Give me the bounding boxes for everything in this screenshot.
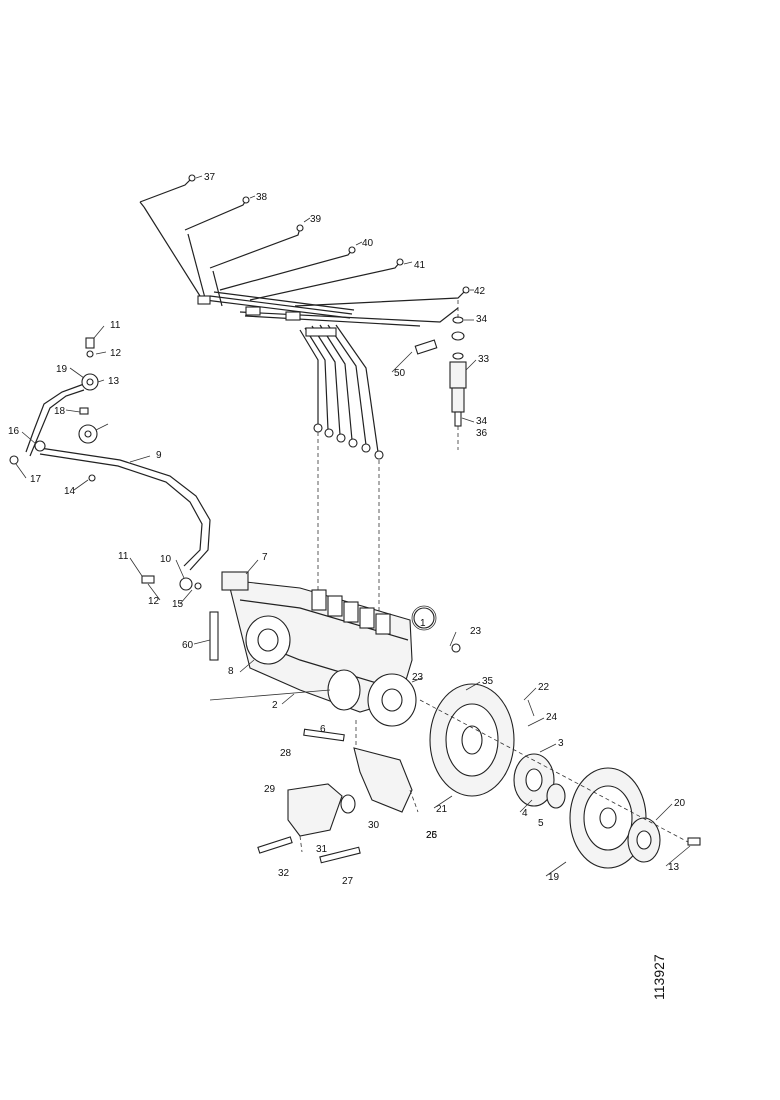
return-pipe [9, 337, 211, 591]
callout-38: 38 [256, 192, 268, 203]
callout-25: 25 [426, 830, 438, 841]
callout-1: 1 [420, 618, 426, 629]
callout-16: 16 [8, 426, 20, 437]
callout-18: 18 [54, 406, 66, 417]
callout-7: 7 [262, 552, 268, 563]
callout-33: 33 [478, 354, 490, 365]
callout-39: 39 [310, 214, 322, 225]
callout-41: 41 [414, 260, 426, 271]
callout-labels: 1 2 3 4 5 6 7 8 9 10 11 11 12 12 13 13 1… [8, 172, 686, 887]
callout-27: 27 [342, 876, 354, 887]
callout-37: 37 [204, 172, 216, 183]
injection-lines [139, 174, 474, 620]
callout-6: 6 [320, 724, 326, 735]
pump-bracket [257, 720, 419, 864]
callout-11-pump: 11 [118, 551, 129, 562]
callout-34-bottom: 34 [476, 416, 488, 427]
callout-13-top: 13 [108, 376, 120, 387]
callout-12-pump: 12 [148, 596, 160, 607]
callout-11-top: 11 [110, 320, 121, 331]
callout-24: 24 [546, 712, 558, 723]
callout-23-right: 23 [470, 626, 482, 637]
callout-22: 22 [538, 682, 550, 693]
drive-coupling [419, 643, 701, 869]
leader-lines [15, 319, 691, 877]
callout-9: 9 [156, 450, 162, 461]
callout-42: 42 [474, 286, 486, 297]
callout-31: 31 [316, 844, 328, 855]
callout-20: 20 [674, 798, 686, 809]
callout-36: 36 [476, 428, 488, 439]
callout-8: 8 [228, 666, 234, 677]
callout-15: 15 [172, 599, 184, 610]
callout-30: 30 [368, 820, 380, 831]
callout-10: 10 [160, 554, 172, 565]
drawing-number: 113927 [651, 954, 667, 1000]
callout-40: 40 [362, 238, 374, 249]
injector-assembly [414, 300, 467, 450]
callout-19-bottom: 19 [548, 872, 560, 883]
callout-13-bottom: 13 [668, 862, 680, 873]
callout-5: 5 [538, 818, 544, 829]
callout-14: 14 [64, 486, 76, 497]
callout-4: 4 [522, 808, 528, 819]
callout-3: 3 [558, 738, 564, 749]
callout-23-pump: 23 [412, 672, 424, 683]
callout-21: 21 [436, 804, 448, 815]
callout-32: 32 [278, 868, 290, 879]
callout-28: 28 [280, 748, 292, 759]
callout-2: 2 [272, 700, 278, 711]
callout-34-top: 34 [476, 314, 488, 325]
callout-17: 17 [30, 474, 42, 485]
callout-19-top: 19 [56, 364, 68, 375]
injection-pump [209, 571, 435, 727]
callout-60: 60 [182, 640, 194, 651]
callout-12-top: 12 [110, 348, 122, 359]
callout-50: 50 [394, 368, 406, 379]
callout-29: 29 [264, 784, 276, 795]
callout-35: 35 [482, 676, 494, 687]
callout-26: 26 [426, 830, 438, 841]
